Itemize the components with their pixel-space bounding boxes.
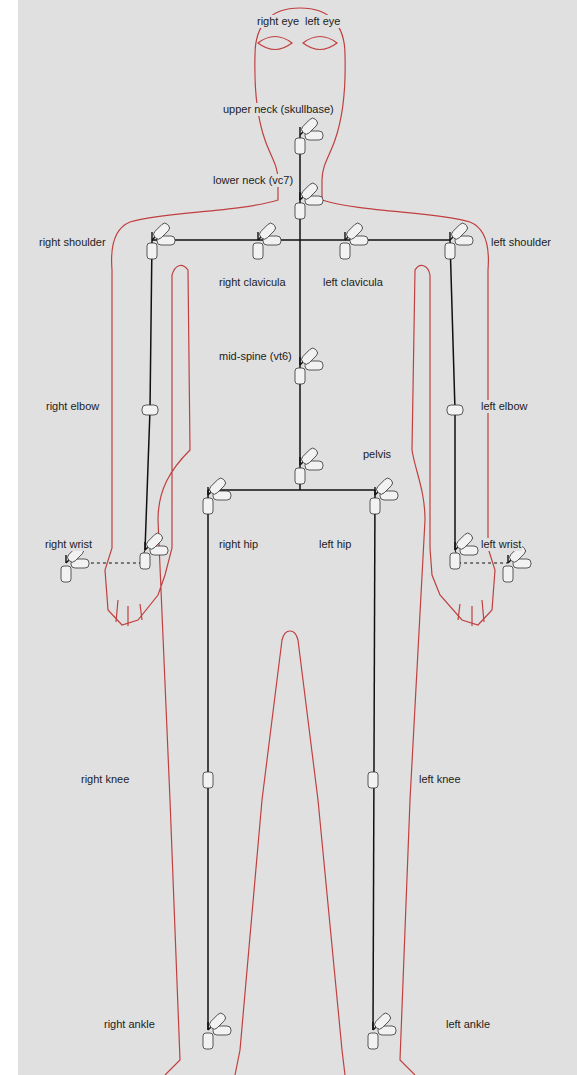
joint-label: right wrist xyxy=(44,538,93,551)
joint-label: right hip xyxy=(218,538,259,551)
joint-label: left eye xyxy=(304,15,341,28)
joint-label: left ankle xyxy=(445,1018,491,1031)
joint-label: pelvis xyxy=(362,448,392,461)
joint-label: right shoulder xyxy=(38,236,107,249)
skeleton-lines xyxy=(145,135,455,1030)
joint-sensors xyxy=(61,117,531,1049)
joint-label: left clavicula xyxy=(322,276,384,289)
joint-label: mid-spine (vt6) xyxy=(218,350,293,363)
joint-label: right elbow xyxy=(45,400,100,413)
body-outline xyxy=(105,8,495,1075)
joint-label: upper neck (skullbase) xyxy=(222,103,335,116)
wrist-offset xyxy=(72,550,508,563)
joint-label: left wrist xyxy=(480,538,522,551)
joint-label: right eye xyxy=(256,15,300,28)
joint-label: left shoulder xyxy=(490,236,552,249)
joint-label: right clavicula xyxy=(218,276,287,289)
joint-label: left elbow xyxy=(480,400,528,413)
joint-label: left knee xyxy=(418,773,462,786)
joint-label: right ankle xyxy=(103,1018,156,1031)
joint-label: left hip xyxy=(318,538,352,551)
joint-label: lower neck (vc7) xyxy=(212,174,294,187)
joint-label: right knee xyxy=(80,773,130,786)
